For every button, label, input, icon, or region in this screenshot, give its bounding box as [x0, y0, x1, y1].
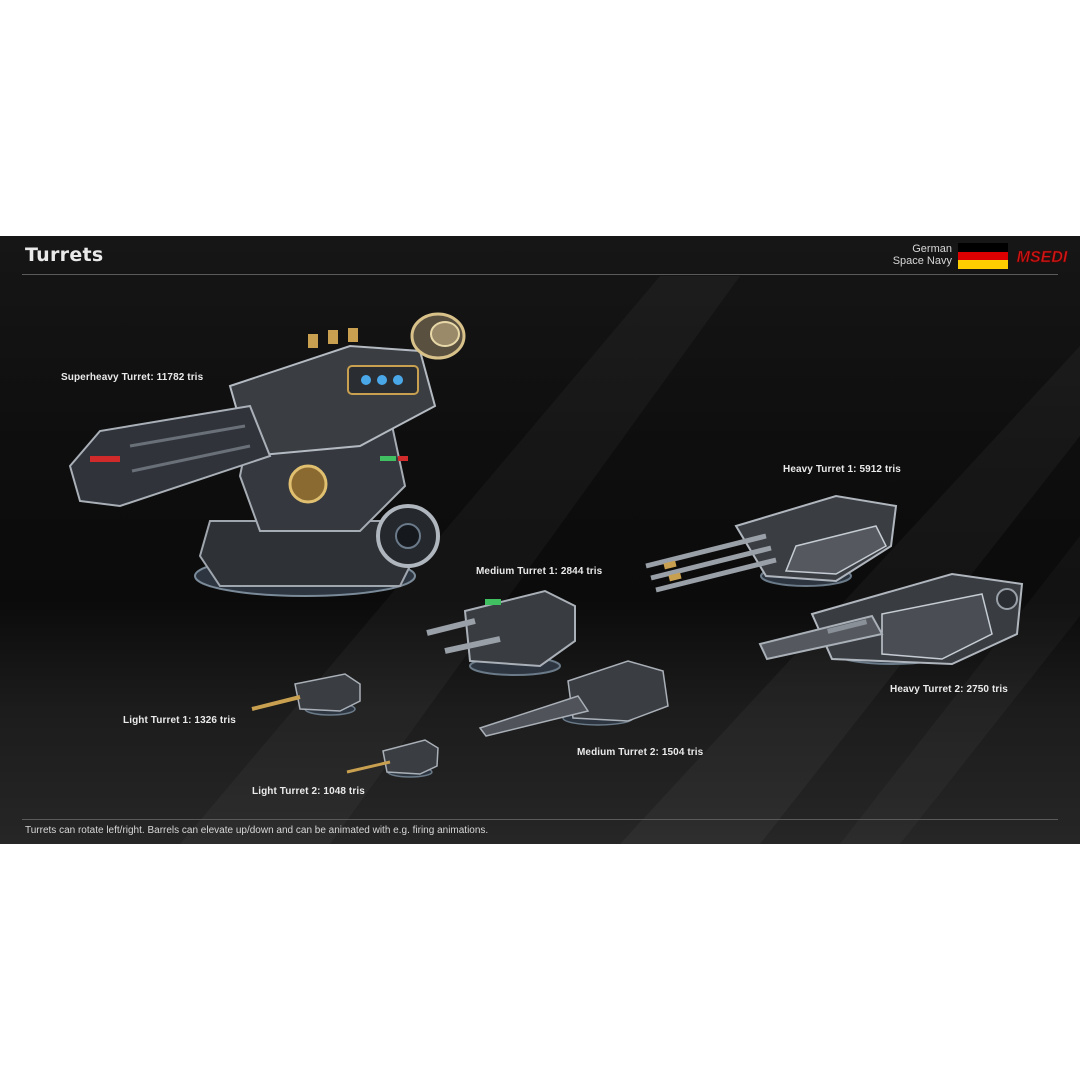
medium-turret-2-image — [478, 660, 669, 737]
brand-line-2: Space Navy — [892, 255, 952, 267]
light-turret-2-label: Light Turret 2: 1048 tris — [252, 786, 365, 797]
german-flag-icon — [958, 243, 1008, 269]
light-turret-1-image — [251, 673, 361, 716]
brand-line-1: German — [912, 243, 952, 255]
light-turret-1-label: Light Turret 1: 1326 tris — [123, 715, 236, 726]
footer-divider — [22, 819, 1058, 820]
heavy-turret-2-image — [758, 572, 1024, 666]
medium-turret-1-label: Medium Turret 1: 2844 tris — [476, 566, 603, 577]
msedi-logo: MSEDI — [1016, 249, 1068, 267]
brand-name: German Space Navy — [862, 243, 952, 267]
superheavy-turret-image — [68, 312, 466, 597]
svg-text:MSEDI: MSEDI — [1017, 249, 1068, 266]
light-turret-2-image — [346, 739, 439, 778]
superheavy-turret-label: Superheavy Turret: 11782 tris — [61, 372, 204, 383]
turrets-showcase-panel: Turrets German Space Navy MSEDI Superhea… — [0, 236, 1080, 844]
medium-turret-2-label: Medium Turret 2: 1504 tris — [577, 747, 704, 758]
heavy-turret-1-label: Heavy Turret 1: 5912 tris — [783, 464, 901, 475]
header-divider — [22, 274, 1058, 275]
heavy-turret-2-label: Heavy Turret 2: 2750 tris — [890, 684, 1008, 695]
footer-note: Turrets can rotate left/right. Barrels c… — [25, 825, 489, 836]
page-title: Turrets — [25, 244, 104, 266]
medium-turret-1-image — [426, 589, 576, 676]
heavy-turret-1-image — [645, 494, 898, 593]
